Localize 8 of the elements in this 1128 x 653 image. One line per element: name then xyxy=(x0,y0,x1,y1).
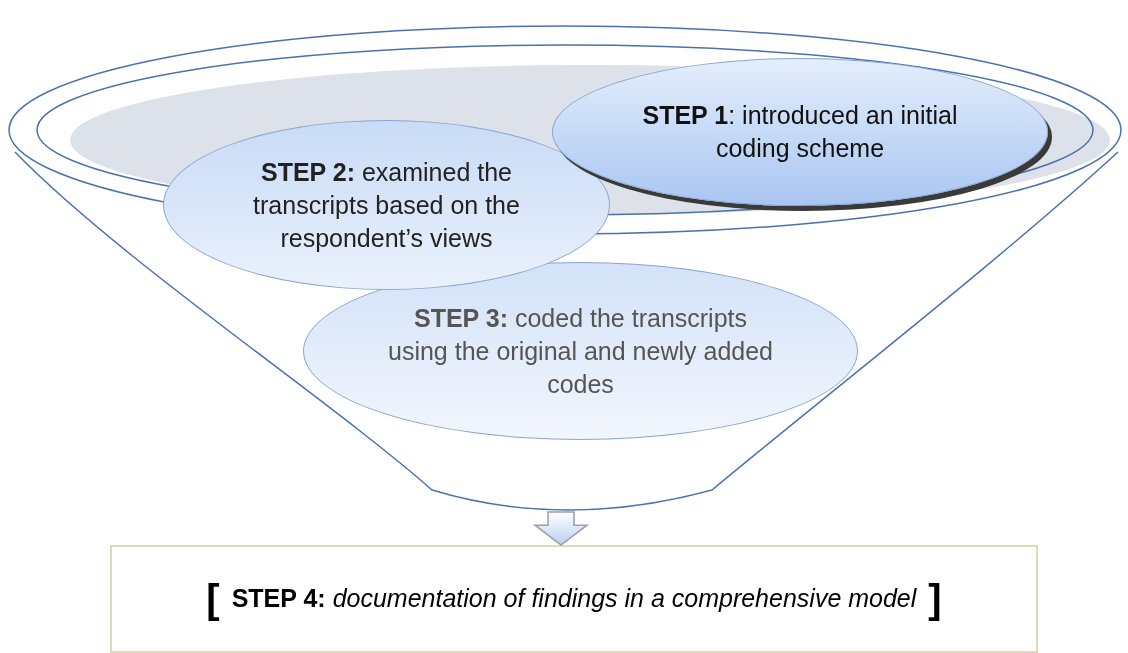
bracket: [ xyxy=(206,579,220,619)
step-text: STEP 3: coded the transcripts using the original and newly added codes xyxy=(387,302,774,400)
step-text: STEP 1: introduced an initial coding scheme xyxy=(641,100,959,164)
step-text: STEP 2: examined the transcripts based on the respondent’s views xyxy=(252,156,521,254)
block-arrow xyxy=(532,511,590,546)
step-text: STEP 4: documentation of findings in a comprehensive model xyxy=(231,583,917,615)
bracket: ] xyxy=(928,579,942,619)
result-box xyxy=(110,545,1038,653)
